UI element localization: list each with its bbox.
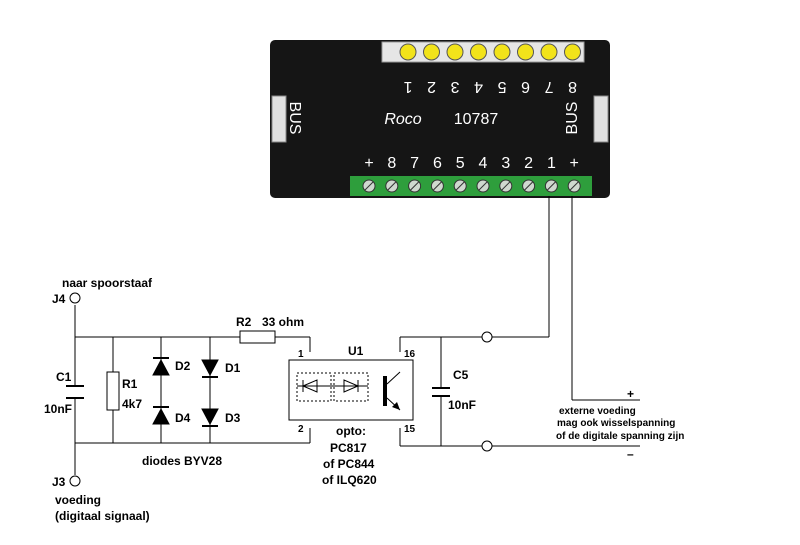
d4-label: D4 xyxy=(175,411,191,425)
u1-pin16: 16 xyxy=(404,349,416,360)
terminal-label: + xyxy=(364,155,373,172)
terminal-screw-slot xyxy=(364,181,374,191)
led-1 xyxy=(399,43,417,61)
ext-line1: externe voeding xyxy=(559,406,636,417)
header-number: 4 xyxy=(474,78,483,95)
j4-desc: naar spoorstaaf xyxy=(62,276,153,290)
bus-connector-right xyxy=(593,95,609,143)
terminal-screw-slot xyxy=(433,181,442,191)
terminal-label: 2 xyxy=(524,155,533,172)
terminal-label: + xyxy=(570,155,579,172)
resistor-r1 xyxy=(106,371,120,411)
brand-logo: Roco xyxy=(384,111,421,128)
terminal-label: 1 xyxy=(547,155,556,172)
led-row xyxy=(399,43,581,61)
c1-label: C1 xyxy=(56,370,72,384)
led-3 xyxy=(446,43,464,61)
bus-left-label: BUS xyxy=(286,102,303,135)
bus-connector-left xyxy=(271,95,287,143)
ext-line3: of de digitale spanning zijn xyxy=(556,431,684,442)
j3-desc-line1: voeding xyxy=(55,493,101,507)
u1-pin1: 1 xyxy=(298,349,304,360)
resistor-r2 xyxy=(239,330,276,344)
terminal-label: 3 xyxy=(501,155,510,172)
led-7 xyxy=(540,43,558,61)
module-body xyxy=(270,40,610,198)
terminal-screw-slot xyxy=(478,181,488,191)
terminal-screw-slot xyxy=(410,181,419,191)
diode-d3 xyxy=(201,408,219,427)
terminal-label: 4 xyxy=(479,155,488,172)
j3-terminal xyxy=(69,475,81,487)
j3-desc-line2: (digitaal signaal) xyxy=(55,509,150,523)
r2-value: 33 ohm xyxy=(262,315,304,329)
opto-line3: of PC844 xyxy=(323,457,375,471)
terminal-label: 7 xyxy=(410,155,419,172)
header-number: 8 xyxy=(568,78,577,95)
c1-value: 10nF xyxy=(44,402,72,416)
terminal-screw-slot xyxy=(547,181,556,191)
c5-value: 10nF xyxy=(448,398,476,412)
capacitor-c5 xyxy=(432,387,450,397)
j4-terminal xyxy=(69,292,81,304)
header-number: 6 xyxy=(521,78,530,95)
c5-label: C5 xyxy=(453,368,469,382)
d2-label: D2 xyxy=(175,359,191,373)
bus-right-label: BUS xyxy=(564,102,581,135)
r1-label: R1 xyxy=(122,377,138,391)
terminal-label: 8 xyxy=(387,155,396,172)
ext-line2: mag ook wisselspanning xyxy=(557,418,675,429)
capacitor-c1 xyxy=(66,385,84,399)
terminal-label: 5 xyxy=(456,155,465,172)
diodes-desc: diodes BYV28 xyxy=(142,454,222,468)
led-8 xyxy=(564,43,581,61)
opto-line1: opto: xyxy=(336,424,366,438)
ext-minus: – xyxy=(627,447,634,461)
diode-d1 xyxy=(201,359,219,378)
led-4 xyxy=(470,43,487,61)
led-5 xyxy=(493,43,511,61)
terminal-screw-slot xyxy=(569,181,579,191)
terminal-bottom-right xyxy=(481,440,493,452)
r2-label: R2 xyxy=(236,315,252,329)
terminal-screw-slot xyxy=(455,181,465,191)
u1-pin2: 2 xyxy=(298,424,304,435)
u1-label: U1 xyxy=(348,344,364,358)
model-number: 10787 xyxy=(454,111,499,128)
j4-label: J4 xyxy=(52,292,66,306)
header-number: 3 xyxy=(450,78,459,95)
terminal-top-right xyxy=(481,331,493,343)
u1-pin15: 15 xyxy=(404,424,416,435)
header-number: 2 xyxy=(427,78,436,95)
terminal-screw-slot xyxy=(501,181,511,191)
terminal-screws xyxy=(362,179,581,193)
diode-d2 xyxy=(152,357,170,376)
terminal-label: 6 xyxy=(433,155,442,172)
d1-label: D1 xyxy=(225,361,241,375)
wires xyxy=(74,196,640,475)
header-number: 7 xyxy=(544,78,553,95)
optocoupler-u1 xyxy=(288,359,414,421)
opto-line4: of ILQ620 xyxy=(322,473,377,487)
r1-value: 4k7 xyxy=(122,397,142,411)
led-2 xyxy=(423,43,440,61)
led-6 xyxy=(517,43,534,61)
j3-label: J3 xyxy=(52,475,66,489)
diode-d4 xyxy=(152,406,170,425)
d3-label: D3 xyxy=(225,411,241,425)
ext-plus: + xyxy=(627,387,634,401)
opto-line2: PC817 xyxy=(330,441,367,455)
header-number: 1 xyxy=(403,78,412,95)
terminal-screw-slot xyxy=(387,181,397,191)
header-number: 5 xyxy=(497,78,506,95)
terminal-screw-slot xyxy=(524,181,533,191)
